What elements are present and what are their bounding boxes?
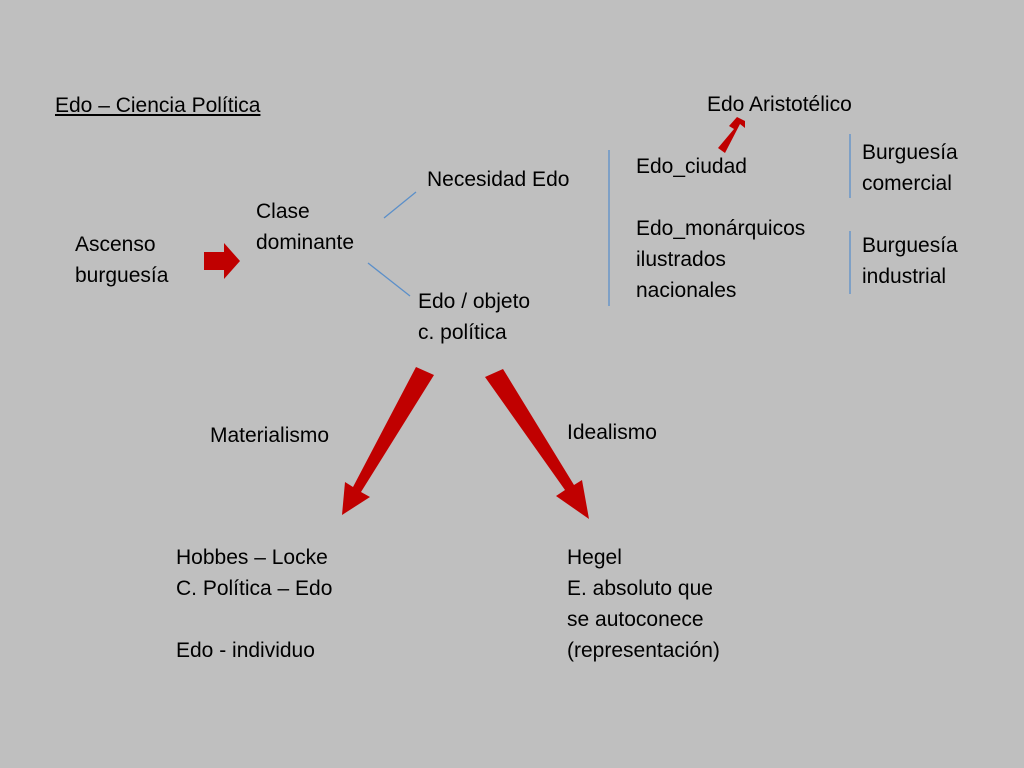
label-line: Materialismo [210, 424, 330, 447]
label-line: comercial [862, 172, 952, 195]
label-line: ilustrados [636, 248, 726, 271]
slide-title: Edo – Ciencia Política [55, 90, 260, 121]
label-line: burguesía [75, 264, 169, 287]
label-edo-ciudad: Edo_ciudad [636, 151, 747, 182]
arrow-up-aristotelico [718, 117, 745, 153]
label-line: Hobbes – Locke [176, 546, 328, 569]
label-line: Ascenso [75, 233, 156, 256]
arrow-materialismo [342, 367, 434, 515]
line-to-edo-objeto [367, 262, 411, 297]
label-line: E. absoluto que [567, 577, 713, 600]
label-line: (representación) [567, 639, 720, 662]
label-line: industrial [862, 265, 947, 288]
line-to-necesidad [383, 191, 417, 219]
label-line: Necesidad Edo [427, 168, 570, 191]
label-idealismo: Idealismo [567, 417, 657, 448]
label-line: dominante [256, 231, 355, 254]
label-line: Burguesía [862, 234, 958, 257]
arrow-right [204, 243, 240, 279]
label-line: c. política [418, 321, 507, 344]
label-edo-aristotelico-text: Edo Aristotélico [707, 93, 852, 116]
label-ascenso-burguesia: Ascenso burguesía [75, 229, 168, 291]
label-line: C. Política – Edo [176, 577, 333, 600]
label-burguesia-industrial: Burguesía industrial [862, 230, 958, 292]
label-line: se autoconece [567, 608, 704, 631]
slide-title-text: Edo – Ciencia Política [55, 94, 261, 117]
label-line: Edo_monárquicos [636, 217, 806, 240]
label-line: Edo_ciudad [636, 155, 747, 178]
label-line: Burguesía [862, 141, 958, 164]
label-edo-objeto: Edo / objeto c. política [418, 286, 530, 348]
label-edo-monarquicos: Edo_monárquicos ilustrados nacionales [636, 213, 805, 306]
label-materialismo: Materialismo [210, 420, 329, 451]
arrow-idealismo [485, 369, 589, 519]
label-burguesia-comercial: Burguesía comercial [862, 137, 958, 199]
label-edo-aristotelico: Edo Aristotélico [707, 89, 852, 120]
label-line: Hegel [567, 546, 622, 569]
label-necesidad-edo: Necesidad Edo [427, 164, 569, 195]
label-line: Idealismo [567, 421, 657, 444]
label-clase-dominante: Clase dominante [256, 196, 354, 258]
label-line: Edo - individuo [176, 639, 315, 662]
block-hegel: Hegel E. absoluto que se autoconece (rep… [567, 542, 720, 666]
label-line: nacionales [636, 279, 737, 302]
label-line: Clase [256, 200, 310, 223]
label-line: Edo / objeto [418, 290, 531, 313]
blank-line [176, 604, 332, 635]
block-hobbes-locke: Hobbes – Locke C. Política – Edo Edo - i… [176, 542, 332, 666]
